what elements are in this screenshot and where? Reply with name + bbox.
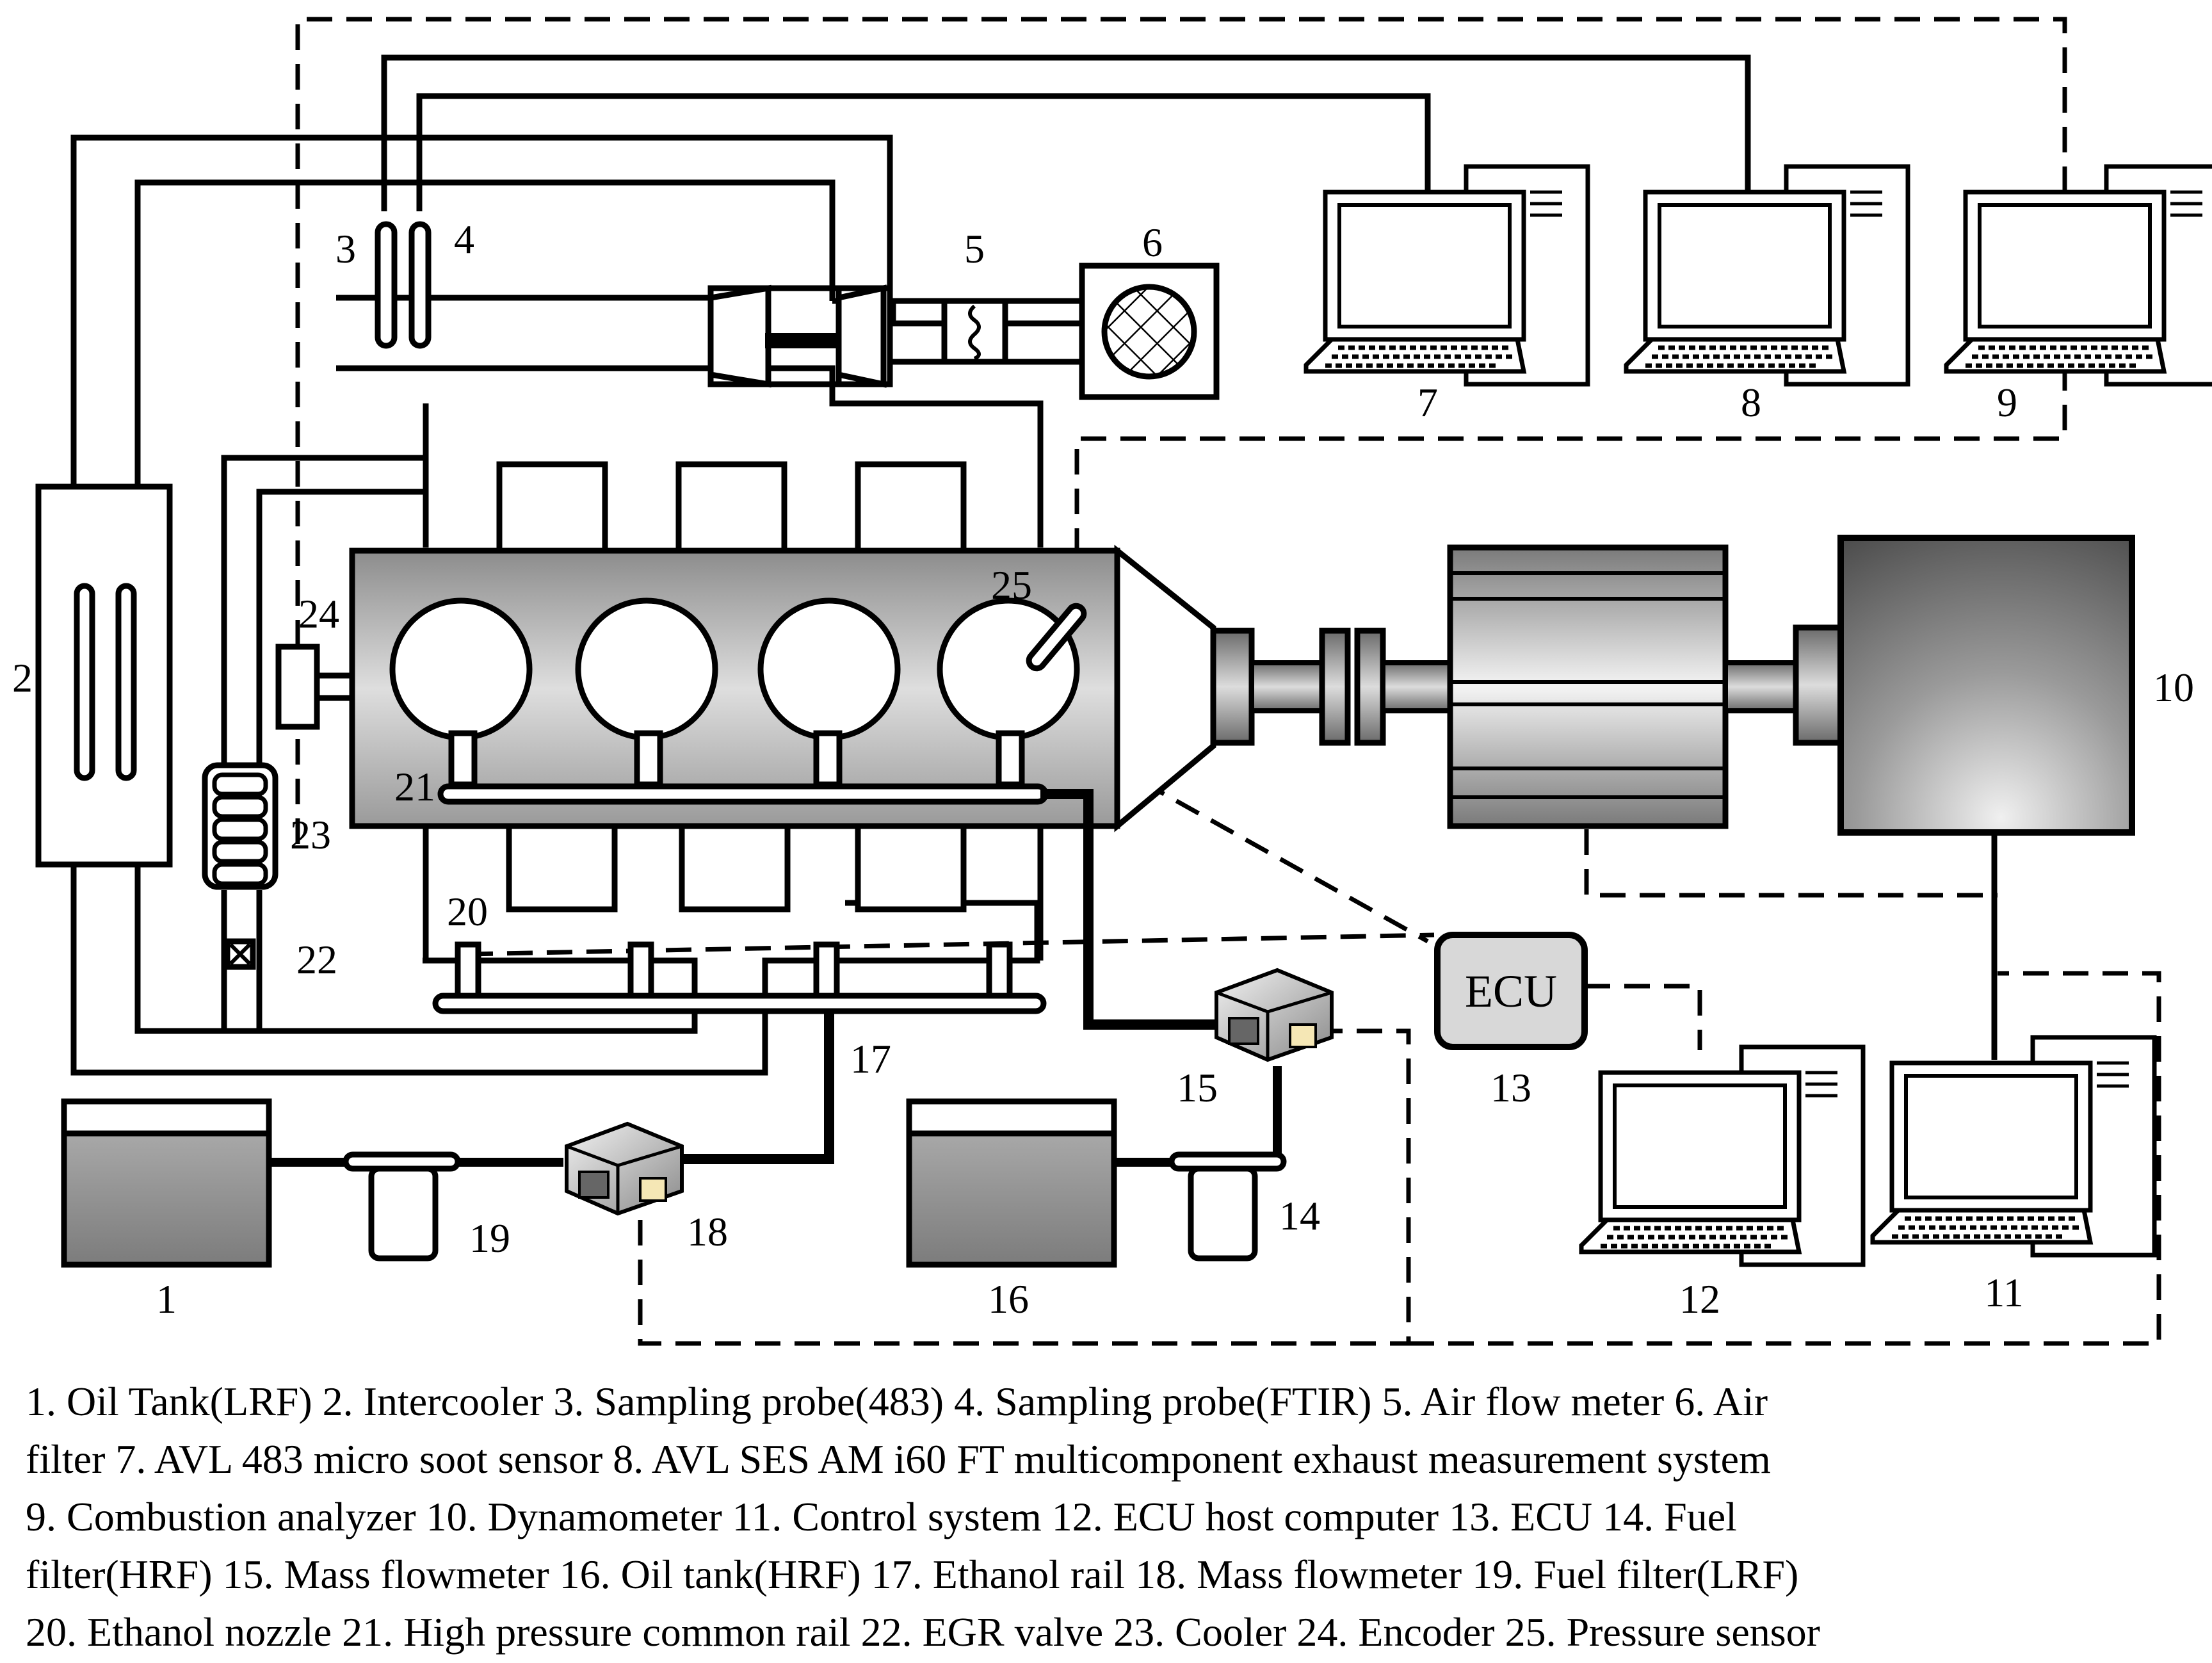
- air-flow-meter: [890, 298, 1082, 365]
- label-17: 17: [850, 1036, 891, 1082]
- label-16: 16: [988, 1276, 1029, 1322]
- label-23: 23: [290, 812, 331, 857]
- label-22: 22: [296, 937, 337, 982]
- label-12: 12: [1679, 1276, 1720, 1322]
- fuel-lines: [269, 1066, 1282, 1167]
- label-24: 24: [298, 591, 339, 637]
- turbocharger: [707, 284, 893, 388]
- caption-line-3: 9. Combustion analyzer 10. Dynamometer 1…: [26, 1494, 1737, 1539]
- label-18: 18: [687, 1209, 728, 1254]
- mass-flowmeter-15: [1215, 968, 1334, 1062]
- component-numbers: 1 2 3 4 5 6 7 8 9 10 11 12 13 14 15 16 1…: [12, 216, 2194, 1322]
- mass-flowmeter-18: [565, 1121, 684, 1216]
- computer-icon-combustion-analyzer: [1946, 166, 2212, 384]
- oil-tank-hrf: [906, 1098, 1117, 1268]
- label-5: 5: [964, 226, 985, 272]
- egr-cooler: [202, 762, 279, 890]
- label-19: 19: [469, 1215, 510, 1261]
- pressure-sensor: [1026, 603, 1087, 672]
- computer-icon-ftir: [1626, 166, 1908, 384]
- label-13: 13: [1490, 1065, 1531, 1110]
- label-3: 3: [335, 226, 356, 272]
- caption: 1. Oil Tank(LRF) 2. Intercooler 3. Sampl…: [26, 1379, 1820, 1655]
- manifold-runners: [496, 461, 967, 913]
- label-25: 25: [991, 562, 1032, 608]
- dynamometer: [1837, 535, 2135, 836]
- caption-line-5: 20. Ethanol nozzle 21. High pressure com…: [26, 1609, 1820, 1655]
- sampling-probe-483: [375, 221, 398, 349]
- label-20: 20: [447, 889, 488, 934]
- label-10: 10: [2153, 665, 2194, 710]
- engine-block: [349, 548, 1120, 829]
- fuel-filter-hrf: [1168, 1151, 1287, 1261]
- caption-line-1: 1. Oil Tank(LRF) 2. Intercooler 3. Sampl…: [26, 1379, 1768, 1424]
- sampling-probe-ftir: [408, 221, 432, 349]
- common-rail: [437, 730, 1220, 1030]
- ecu-label: ECU: [1465, 966, 1557, 1017]
- egr-valve: [224, 938, 256, 970]
- caption-line-2: filter 7. AVL 483 micro soot sensor 8. A…: [26, 1436, 1771, 1482]
- computer-icon-soot-sensor: [1306, 166, 1588, 384]
- label-1: 1: [156, 1276, 177, 1322]
- fuel-filter-lrf: [343, 1151, 461, 1261]
- label-2: 2: [12, 655, 33, 701]
- air-filter: [1079, 263, 1220, 400]
- label-15: 15: [1177, 1065, 1218, 1110]
- ethanol-rail: [432, 941, 1047, 1164]
- label-6: 6: [1142, 220, 1163, 265]
- label-7: 7: [1417, 380, 1438, 425]
- ecu-box: ECU: [1434, 932, 1588, 1050]
- encoder: [275, 644, 355, 730]
- label-4: 4: [454, 216, 474, 262]
- label-14: 14: [1279, 1193, 1320, 1238]
- drivetrain: [1114, 544, 1844, 832]
- computer-icon-control-system: [1873, 1037, 2154, 1255]
- label-9: 9: [1997, 380, 2017, 425]
- computer-icon-ecu-host: [1581, 1047, 1863, 1265]
- label-21: 21: [394, 764, 435, 809]
- caption-line-4: filter(HRF) 15. Mass flowmeter 16. Oil t…: [26, 1552, 1798, 1597]
- intercooler: [35, 483, 173, 868]
- label-11: 11: [1984, 1270, 2024, 1315]
- sensor-cables: [381, 54, 1998, 1060]
- label-8: 8: [1741, 380, 1761, 425]
- oil-tank-lrf: [61, 1098, 272, 1268]
